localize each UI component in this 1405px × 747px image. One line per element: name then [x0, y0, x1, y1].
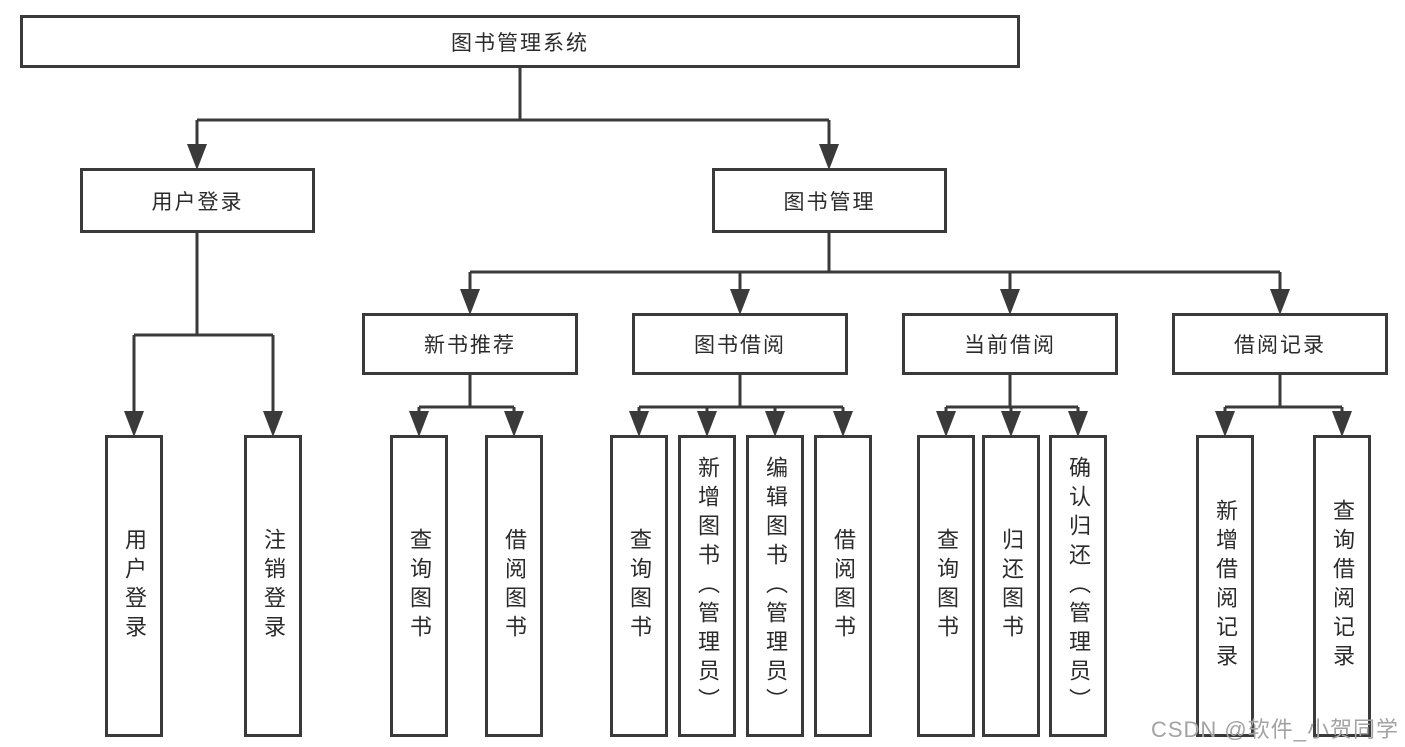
connector-user-login-children	[132, 233, 275, 413]
arrowheads-book-borrow-children	[629, 411, 853, 437]
leaf-add-borrow-record: 新增借阅记录	[1196, 435, 1254, 737]
connector-root-to-branches	[195, 68, 831, 146]
leaf-query-books-current: 查询图书	[917, 435, 975, 737]
leaf-user-login: 用户登录	[105, 435, 163, 737]
node-library-system: 图书管理系统	[20, 15, 1020, 68]
connector-new-book-children	[417, 375, 516, 413]
leaf-query-borrow-record: 查询借阅记录	[1313, 435, 1371, 737]
arrowheads-user-login-children	[124, 411, 283, 437]
node-borrowing-records: 借阅记录	[1172, 313, 1388, 375]
connector-current-borrow-children	[944, 375, 1080, 413]
connector-book-borrow-children	[637, 375, 845, 413]
node-current-borrowing: 当前借阅	[902, 313, 1118, 375]
leaf-query-books-borrow: 查询图书	[610, 435, 668, 737]
leaf-add-book-admin: 新增图书（管理员）	[678, 435, 736, 737]
csdn-watermark: CSDN @软件_小贺同学	[1150, 717, 1399, 742]
node-user-login: 用户登录	[80, 168, 315, 233]
connector-book-management-sections	[468, 233, 1282, 291]
leaf-edit-book-admin: 编辑图书（管理员）	[746, 435, 804, 737]
node-new-book-recommendation: 新书推荐	[362, 313, 578, 375]
leaf-borrow-books-recommend: 借阅图书	[485, 435, 543, 737]
leaf-borrow-books: 借阅图书	[814, 435, 872, 737]
arrowheads-new-book-children	[409, 411, 524, 437]
arrowheads-level2	[187, 144, 839, 170]
leaf-logout: 注销登录	[244, 435, 302, 737]
arrowheads-borrow-records-children	[1215, 411, 1352, 437]
leaf-query-books-recommend: 查询图书	[390, 435, 448, 737]
node-book-management: 图书管理	[712, 168, 947, 233]
arrowheads-level3	[460, 289, 1290, 315]
node-book-borrowing: 图书借阅	[632, 313, 848, 375]
arrowheads-current-borrow-children	[936, 411, 1088, 437]
leaf-return-books: 归还图书	[982, 435, 1040, 737]
leaf-confirm-return-admin: 确认归还（管理员）	[1049, 435, 1107, 737]
connector-borrow-records-children	[1223, 375, 1344, 413]
